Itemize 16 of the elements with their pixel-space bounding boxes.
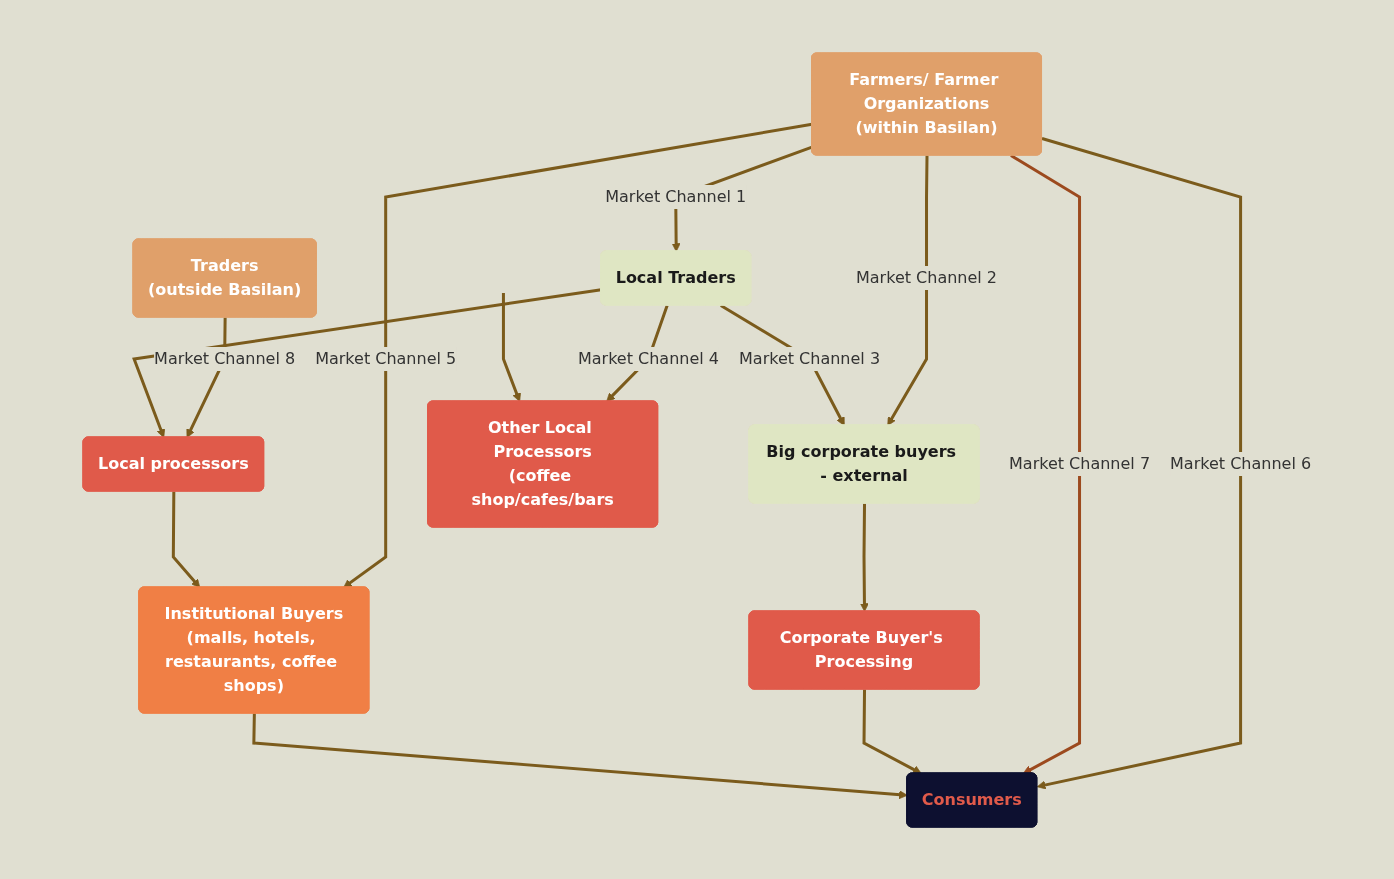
- edge-label: Market Channel 6: [1170, 453, 1312, 473]
- edge-label: Market Channel 7: [1008, 453, 1150, 473]
- arrow: [862, 689, 922, 774]
- edge-label: Market Channel 5: [315, 348, 457, 368]
- edge-label: Market Channel 8: [154, 348, 296, 368]
- edge-label: Market Channel 3: [738, 348, 880, 368]
- edge-label: Market Channel 4: [577, 348, 719, 368]
- arrow: [171, 491, 201, 588]
- edge-label: Market Channel 2: [855, 267, 997, 287]
- arrow: [252, 712, 908, 799]
- edge-label: Market Channel 1: [605, 186, 747, 206]
- arrow: [860, 503, 869, 612]
- arrow: [1010, 153, 1081, 774]
- arrow: [501, 292, 521, 402]
- arrow: [1036, 136, 1242, 789]
- arrow: [887, 155, 929, 426]
